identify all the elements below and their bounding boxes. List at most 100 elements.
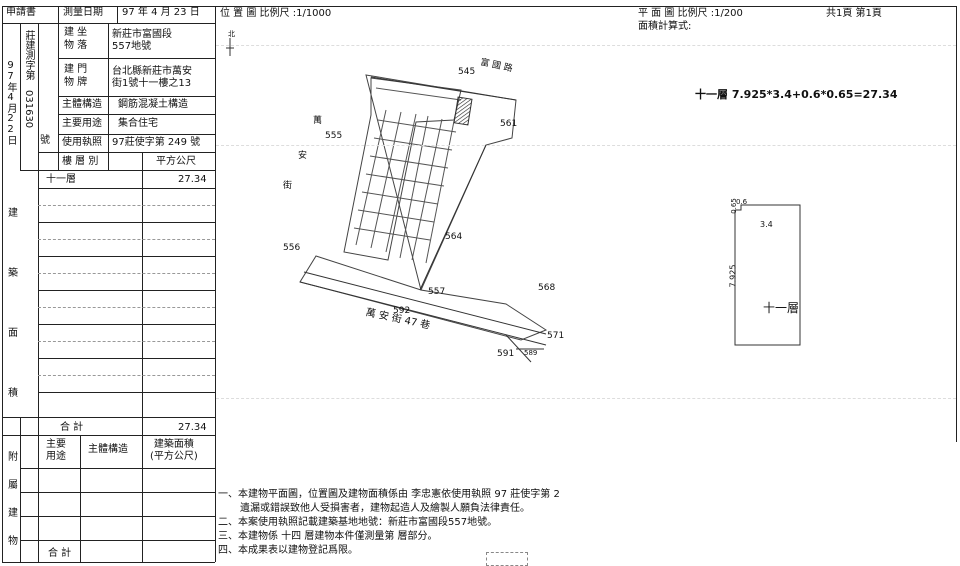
row-line — [38, 188, 215, 189]
note-3: 三、本建物係 十四 層建物本件僅測量第 層部分。 — [218, 531, 438, 542]
location-map-title: 位 置 圖 比例尺 :1/1000 — [220, 8, 332, 19]
area-header: 平方公尺 — [156, 156, 196, 167]
plan-view-title: 平 面 圖 比例尺 :1/200 — [638, 8, 743, 19]
attached-col3: 建築面積 (平方公尺) — [150, 439, 198, 462]
note-1b: 遺漏或錯誤致他人受損害者，建物起造人及繪製人願負法律責任。 — [240, 503, 530, 514]
note-1: 一、本建物平面圖，位置圖及建物面積係由 李忠憲依使用執照 97 莊使字第 2 — [218, 489, 560, 500]
floor-name: 十一層 — [46, 174, 76, 185]
right-border — [956, 6, 957, 442]
attached-col2: 主體構造 — [88, 444, 128, 455]
structure-value: 鋼筋混凝土構造 — [118, 99, 188, 110]
top-border — [2, 6, 956, 7]
permit-number: 031630 — [23, 90, 34, 129]
location-value: 新莊市富國段 557地號 — [112, 29, 172, 52]
plan-floor-label: 十一層 — [763, 301, 800, 315]
structure-label: 主體構造 — [62, 99, 102, 110]
lot-545: 545 — [458, 67, 476, 77]
dim-7-925: 7.925 — [728, 264, 738, 288]
street-char: 街 — [283, 181, 293, 191]
side-char: 建 — [8, 208, 18, 219]
lot-556: 556 — [283, 243, 301, 253]
col-line — [20, 23, 21, 170]
highlighted-unit — [453, 96, 473, 126]
dashed-row — [38, 273, 215, 274]
panel-divider — [215, 6, 216, 562]
site-boundary — [299, 74, 548, 341]
row-line — [58, 58, 215, 59]
page-info: 共1頁 第1頁 — [826, 8, 882, 19]
row-line — [58, 96, 215, 97]
usage-value: 集合住宅 — [118, 118, 158, 129]
license-value: 97莊使字第 249 號 — [112, 137, 201, 148]
registration-date: 97年4月22日 — [5, 60, 16, 145]
row-line — [20, 170, 215, 171]
license-label: 使用執照 — [62, 137, 102, 148]
left-border — [2, 6, 3, 562]
location-label: 建 坐 物 落 — [64, 27, 88, 51]
row-line — [38, 256, 215, 257]
row-line — [38, 392, 215, 393]
survey-date: 97 年 4 月 23 日 — [122, 7, 200, 18]
survey-date-label: 測量日期 — [63, 7, 103, 18]
col-line — [38, 23, 39, 170]
note-4: 四、本成果表以建物登記爲限。 — [218, 545, 358, 556]
scan-line — [216, 45, 956, 46]
row-line — [20, 468, 215, 469]
col-line — [142, 152, 143, 562]
lot-561: 561 — [500, 119, 518, 129]
col-line — [58, 6, 59, 23]
area-formula: 十一層 7.925*3.4+0.6*0.65=27.34 — [695, 88, 898, 101]
floor-area: 27.34 — [178, 174, 207, 185]
dashed-row — [38, 341, 215, 342]
row-line — [2, 435, 215, 436]
total-label: 合 計 — [60, 422, 84, 433]
lot-555: 555 — [325, 131, 343, 141]
dim-3-4: 3.4 — [760, 220, 773, 229]
scan-line — [216, 398, 956, 399]
attached-side-char: 屬 — [8, 480, 18, 491]
attached-side-char: 附 — [8, 452, 18, 463]
bottom-line — [2, 562, 215, 563]
row-line — [38, 324, 215, 325]
col-line — [117, 6, 118, 23]
area-calc-label: 面積計算式: — [638, 21, 692, 32]
side-char: 築 — [8, 268, 18, 279]
attached-side-char: 物 — [8, 536, 18, 547]
row-line — [38, 152, 215, 153]
dashed-row — [38, 307, 215, 308]
attached-total-label: 合 計 — [48, 548, 72, 559]
note-2: 二、本案使用執照記載建築基地地號：新莊市富國段557地號。 — [218, 517, 498, 528]
hao-label: 號 — [40, 135, 50, 146]
address-value: 台北縣新莊市萬安 街1號十一樓之13 — [112, 66, 192, 89]
usage-label: 主要用途 — [62, 118, 102, 129]
street-char: 安 — [298, 151, 308, 161]
row-line — [20, 540, 215, 541]
permit-ref: 莊建測字第 — [23, 30, 34, 80]
street-char: 萬 — [313, 116, 323, 126]
col-line — [20, 417, 21, 562]
dashed-row — [38, 205, 215, 206]
col-line — [80, 435, 81, 562]
dashed-row — [38, 375, 215, 376]
row-line — [20, 516, 215, 517]
row-line — [2, 417, 215, 418]
lot-589: 589 — [524, 349, 538, 357]
building-outline — [343, 77, 462, 261]
lot-591: 591 — [497, 349, 515, 359]
attached-side-char: 建 — [8, 508, 18, 519]
scan-line — [216, 145, 956, 146]
site-map — [226, 38, 548, 363]
lot-571: 571 — [547, 331, 565, 341]
row-line — [38, 358, 215, 359]
row-line — [38, 290, 215, 291]
lot-592: 592 — [393, 306, 411, 316]
side-char: 面 — [8, 328, 18, 339]
row-line — [20, 492, 215, 493]
attached-col1: 主要 用途 — [46, 439, 66, 462]
lot-557: 557 — [428, 287, 446, 297]
col-line — [38, 152, 39, 562]
row-line — [58, 114, 215, 115]
dashed-row — [38, 239, 215, 240]
dim-0-6: 0.6 — [736, 198, 748, 206]
side-char: 積 — [8, 388, 18, 399]
